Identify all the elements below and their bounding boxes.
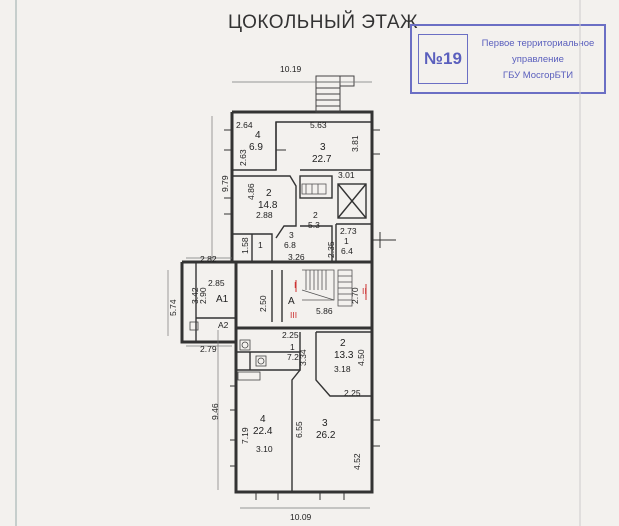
stamp-line-3: ГБУ МосгорБТИ: [502, 70, 574, 81]
section-mark-2: II: [362, 286, 367, 296]
roomA-width: 5.86: [316, 306, 333, 316]
room2a-number: 2: [266, 188, 272, 199]
room1a-area: 6.4: [341, 246, 353, 256]
room2a-height: 4.86: [246, 183, 256, 200]
dim-bottom-width: 10.09: [290, 512, 312, 522]
room3a-height: 3.81: [350, 135, 360, 152]
room2b-number: 2: [313, 210, 318, 220]
room4b-number: 4: [260, 414, 266, 425]
dim-left-lower: 9.46: [210, 403, 220, 420]
room3a-width: 5.63: [310, 120, 327, 130]
dim-301: 3.01: [338, 170, 355, 180]
stairs-mark: III: [290, 310, 297, 320]
room1b-number: 1: [258, 240, 263, 250]
dim-annex-top: 2.82: [200, 254, 217, 264]
room2c-area: 13.3: [334, 350, 354, 361]
top-entrance-stairs: [315, 75, 355, 113]
roomA1-width: 2.85: [208, 278, 225, 288]
room3c-area: 26.2: [316, 430, 336, 441]
stamp-line-1: Первое территориальное: [481, 38, 595, 49]
stamp-number: №19: [418, 34, 468, 84]
bti-stamp: №19 Первое территориальное управление ГБ…: [410, 24, 606, 94]
room4a-height: 2.63: [238, 149, 248, 166]
room2b-area: 5.3: [308, 220, 320, 230]
inner-stairs: [301, 183, 353, 307]
room4b-area: 22.4: [253, 426, 273, 437]
dim-left-stair: 5.74: [168, 299, 178, 316]
roomA-height: 2.50: [258, 295, 268, 312]
room3b-number: 3: [289, 230, 294, 240]
roomA-number: A: [288, 296, 295, 307]
roomA2-number: A2: [218, 320, 229, 330]
dim-annex-bottom: 2.79: [200, 344, 217, 354]
room3b-area: 6.8: [284, 240, 296, 250]
room3a-number: 3: [320, 142, 326, 153]
room2a-width: 2.88: [256, 210, 273, 220]
room3b-width: 3.26: [288, 252, 305, 262]
room4b-height: 7.19: [240, 427, 250, 444]
section-mark-1: I: [294, 280, 296, 290]
dimension-lines: [167, 81, 372, 509]
roomA1-number: A1: [216, 294, 229, 305]
room1c-width: 2.25: [282, 330, 299, 340]
stamp-line-2: управление: [512, 54, 564, 65]
room2c-width2: 2.25: [344, 388, 361, 398]
room1a-height: 2.35: [326, 241, 336, 258]
room3c-number: 3: [322, 418, 328, 429]
room2c-number: 2: [340, 338, 346, 349]
internal-walls: [195, 121, 372, 492]
room1c-number: 1: [290, 342, 295, 352]
room2a-area: 14.8: [258, 200, 278, 211]
room3a-area: 22.7: [312, 154, 332, 165]
room1a-width: 2.73: [340, 226, 357, 236]
window-marks: [224, 129, 396, 500]
page-title: ЦОКОЛЬНЫЙ ЭТАЖ: [228, 12, 419, 33]
room1b-width: 1.58: [240, 237, 250, 254]
roomA-height2: 2.70: [350, 287, 360, 304]
room1c-area: 7.2: [287, 352, 299, 362]
room1c-height: 3.34: [298, 349, 308, 366]
plumbing-fixtures: [189, 321, 267, 381]
room2c-height: 4.50: [356, 349, 366, 366]
section-markers: [295, 280, 367, 300]
room2c-width: 3.18: [334, 364, 351, 374]
room4a-area: 6.9: [249, 142, 263, 153]
room4a-number: 4: [255, 130, 261, 141]
room3c-height: 6.55: [294, 421, 304, 438]
room4a-width: 2.64: [236, 120, 253, 130]
plan-labels: 10.19 10.09 9.79 9.46 5.74 2.82 2.79 2.6…: [168, 64, 367, 522]
dim-top-width: 10.19: [280, 64, 302, 74]
roomA1-height: 2.90: [198, 287, 208, 304]
room3c-height2: 4.52: [352, 453, 362, 470]
roomA1-height2: 3.42: [190, 287, 200, 304]
dim-left-upper: 9.79: [220, 175, 230, 192]
room1a-number: 1: [344, 236, 349, 246]
outer-walls: [180, 110, 374, 494]
room4b-width: 3.10: [256, 444, 273, 454]
